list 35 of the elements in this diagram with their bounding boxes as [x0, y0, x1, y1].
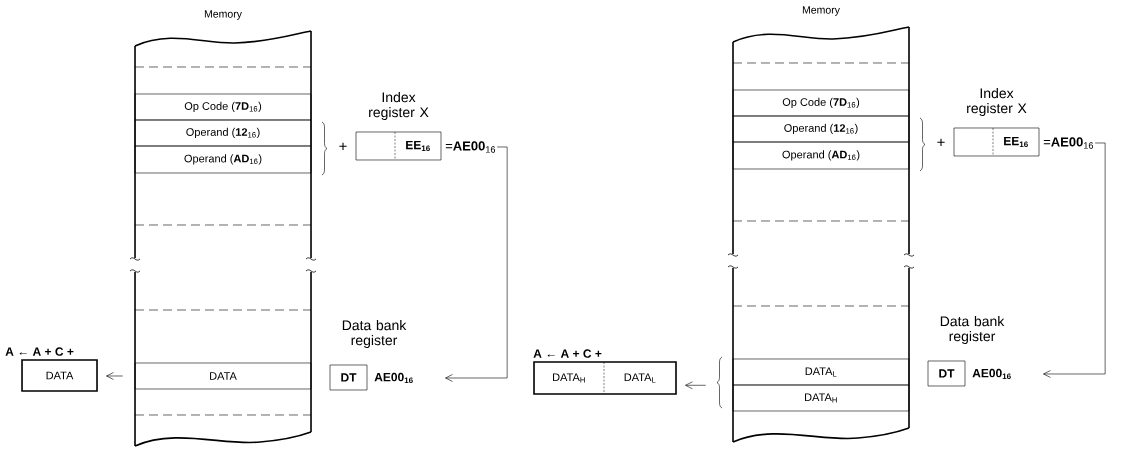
- accumulator-box: DATA: [21, 359, 98, 392]
- register-label: Index register X: [967, 87, 1027, 116]
- arrow: [685, 381, 706, 390]
- operation-label: A ← A + C +: [5, 347, 74, 356]
- register-box: EE$_{16}$: [953, 127, 1040, 157]
- memory-cell: DATA: [134, 362, 312, 390]
- register-box: EE$_{16}$: [355, 131, 442, 161]
- register-label: Data bank register: [342, 319, 407, 348]
- memory-cell: Op Code (7D$_{16}$): [732, 89, 910, 117]
- address-value: =AE00$_{16}$: [1043, 137, 1094, 149]
- arrow: [445, 146, 508, 382]
- plus-sign: +: [339, 142, 347, 150]
- column-heading: Memory: [802, 6, 840, 16]
- memory-cell: Op Code (7D$_{16}$): [134, 93, 312, 121]
- node-label: DATA$_{L}$: [624, 373, 656, 383]
- memory-cell: DATA$_{L}$: [732, 358, 910, 386]
- column-heading: Memory: [204, 10, 242, 20]
- memory-cell: Operand (AD$_{16}$): [134, 145, 312, 174]
- register-box: DT: [329, 364, 368, 391]
- register-label: Data bank register: [940, 315, 1005, 344]
- operation-label: A ← A + C +: [533, 349, 602, 358]
- arrow: [106, 372, 123, 380]
- memory-cell: DATA$_{H}$: [732, 384, 910, 412]
- register-label: Index register X: [369, 91, 429, 120]
- register-box: DT: [927, 360, 966, 387]
- arrow: [1043, 142, 1106, 378]
- address-value: AE00$_{16}$: [972, 368, 1011, 380]
- accumulator-box: DATA$_{H}$ DATA$_{L}$: [533, 361, 677, 395]
- plus-sign: +: [937, 138, 945, 146]
- memory-cell: Operand (12$_{16}$): [134, 119, 312, 147]
- memory-cell: Operand (AD$_{16}$): [732, 141, 910, 170]
- address-value: AE00$_{16}$: [374, 372, 413, 384]
- node-label: DATA$_{H}$: [553, 373, 585, 383]
- address-value: =AE00$_{16}$: [445, 141, 496, 153]
- memory-cell: Operand (12$_{16}$): [732, 115, 910, 143]
